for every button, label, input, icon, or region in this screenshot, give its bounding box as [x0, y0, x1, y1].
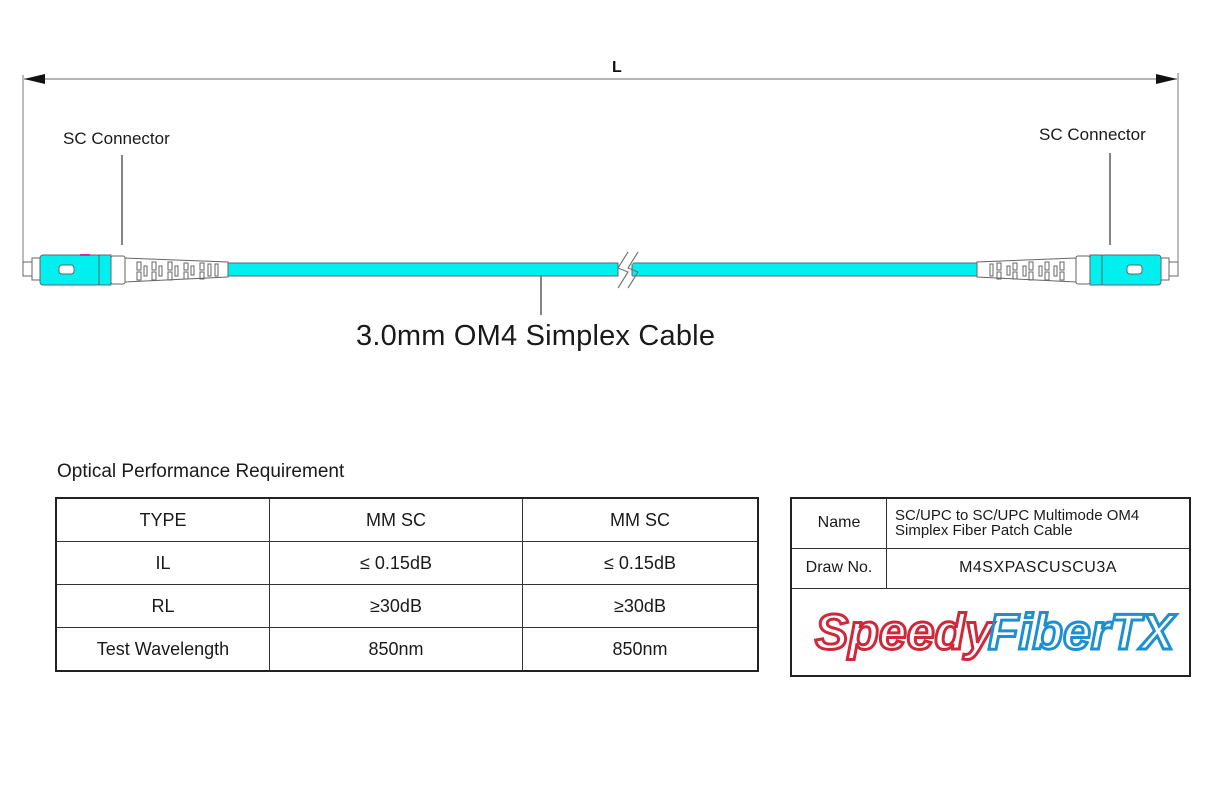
dimension-line — [22, 73, 1179, 275]
draw-label: Draw No. — [790, 547, 887, 589]
table-cell: 850nm — [522, 627, 759, 672]
logo-speedy: Speedy — [815, 604, 995, 660]
arrow-left-icon — [24, 74, 45, 84]
right-sc-connector — [976, 254, 1179, 286]
left-sc-connector — [22, 254, 229, 286]
performance-title: Optical Performance Requirement — [57, 461, 345, 482]
name-value: SC/UPC to SC/UPC Multimode OM4 Simplex F… — [886, 497, 1191, 549]
row-label-rl: RL — [55, 584, 270, 628]
name-row: Name SC/UPC to SC/UPC Multimode OM4 Simp… — [790, 497, 1191, 549]
row-label-il: IL — [55, 541, 270, 585]
dimension-label: L — [612, 59, 622, 76]
name-label: Name — [790, 497, 887, 549]
cable-label: 3.0mm OM4 Simplex Cable — [356, 320, 716, 352]
draw-number: M4SXPASCUSCU3A — [886, 547, 1191, 589]
row-label-wavelength: Test Wavelength — [55, 627, 270, 672]
table-cell: ≥30dB — [269, 584, 523, 628]
draw-row: Draw No. M4SXPASCUSCU3A — [790, 547, 1191, 589]
table-header-row: TYPE MM SC MM SC — [55, 497, 759, 542]
logo-fibertx: FiberTX — [988, 604, 1177, 660]
header-cell: MM SC — [522, 497, 759, 542]
cable — [227, 251, 978, 289]
table-cell: 850nm — [269, 627, 523, 672]
arrow-right-icon — [1156, 74, 1177, 84]
title-block: Name SC/UPC to SC/UPC Multimode OM4 Simp… — [790, 497, 1191, 677]
table-row: IL ≤ 0.15dB ≤ 0.15dB — [55, 541, 759, 585]
name-line-2: Simplex Fiber Patch Cable — [895, 522, 1073, 540]
table-cell: ≤ 0.15dB — [269, 541, 523, 585]
cable-drawing — [22, 73, 1179, 315]
table-cell: ≤ 0.15dB — [522, 541, 759, 585]
logo-cell: Speedy FiberTX — [790, 587, 1191, 676]
header-cell: TYPE — [55, 497, 270, 542]
speedyfibertx-logo: Speedy FiberTX — [813, 603, 1178, 662]
performance-table: TYPE MM SC MM SC IL ≤ 0.15dB ≤ 0.15dB RL… — [55, 497, 759, 672]
table-cell: ≥30dB — [522, 584, 759, 628]
name-line-1: SC/UPC to SC/UPC Multimode OM4 — [895, 507, 1140, 525]
header-cell: MM SC — [269, 497, 523, 542]
table-row: RL ≥30dB ≥30dB — [55, 584, 759, 628]
right-connector-label: SC Connector — [1039, 125, 1146, 144]
table-row: Test Wavelength 850nm 850nm — [55, 627, 759, 672]
logo-row: Speedy FiberTX — [790, 587, 1191, 676]
left-connector-label: SC Connector — [63, 129, 170, 148]
